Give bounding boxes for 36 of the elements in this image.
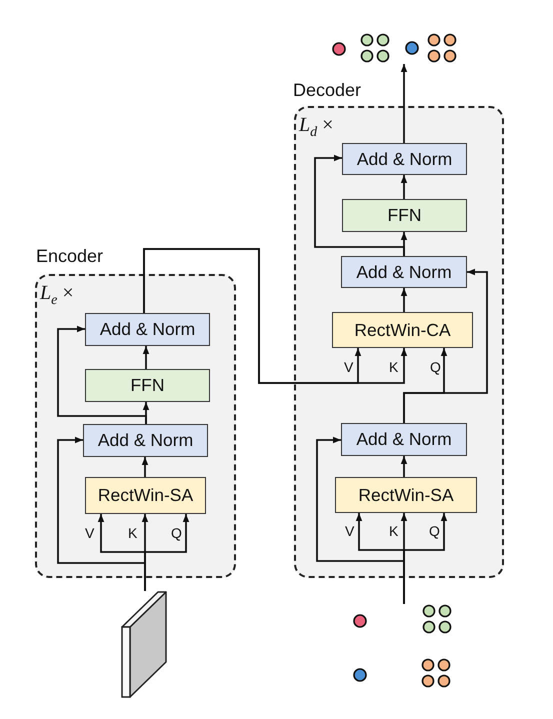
arrow [143, 248, 408, 384]
edge-label: V [84, 525, 96, 541]
edge-label: Q [429, 359, 442, 375]
layer-box: Add & Norm [83, 424, 208, 457]
edge-label: K [388, 523, 400, 539]
layer-box: Add & Norm [85, 313, 210, 346]
colored-dots-illustration [332, 32, 458, 64]
layer-box: RectWin-SA [85, 477, 206, 514]
layer-box: FFN [85, 369, 210, 402]
arrow [142, 346, 150, 369]
layer-box: Add & Norm [341, 423, 467, 456]
group-title: Decoder [293, 79, 362, 101]
arrow [314, 154, 405, 256]
edge-label: Q [170, 525, 183, 541]
arrow [400, 64, 408, 143]
arrow [400, 288, 408, 312]
group-title: Encoder [36, 245, 104, 267]
arrow [400, 456, 408, 477]
edge-label: V [344, 523, 356, 539]
edge-label: V [343, 359, 354, 375]
arrow [142, 457, 148, 477]
arrow [403, 268, 488, 423]
layer-box: Add & Norm [342, 143, 467, 175]
feature-map-illustration [121, 591, 168, 699]
edge-label: K [388, 359, 400, 375]
edge-label: K [127, 525, 138, 541]
repeat-label: L$_{e}$ × [40, 281, 74, 310]
layer-box: RectWin-CA [332, 312, 473, 348]
arrow [400, 175, 408, 199]
layer-box: Add & Norm [341, 256, 467, 288]
arrow [57, 326, 147, 424]
edge-label: Q [428, 523, 441, 539]
colored-dots-illustration [353, 604, 452, 689]
layer-box: RectWin-SA [335, 477, 477, 513]
layer-box: FFN [342, 199, 467, 232]
repeat-label: L$_{d}$ × [299, 113, 334, 142]
